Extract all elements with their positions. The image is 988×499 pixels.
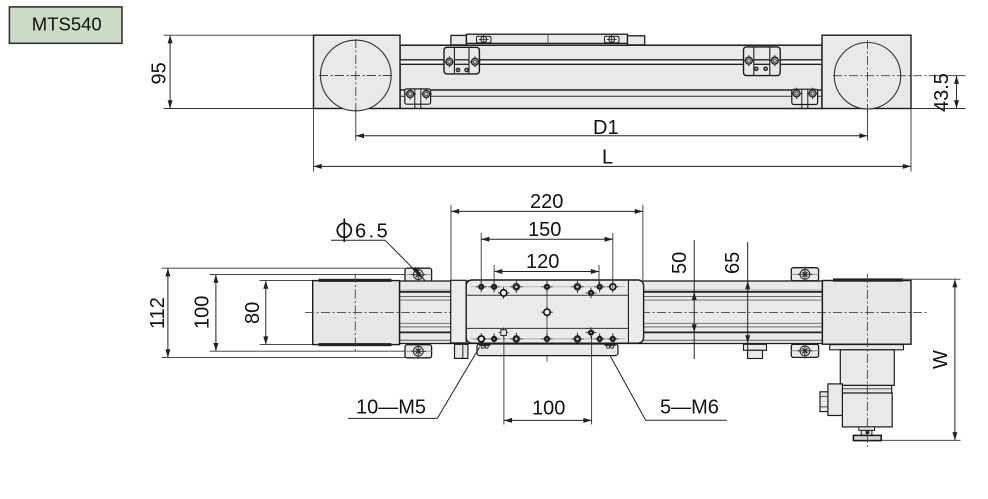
- svg-text:220: 220: [530, 191, 563, 213]
- svg-text:50: 50: [669, 252, 691, 274]
- svg-text:L: L: [602, 147, 613, 169]
- svg-text:43.5: 43.5: [931, 73, 953, 112]
- svg-text:150: 150: [528, 219, 561, 241]
- svg-text:10—M5: 10—M5: [356, 397, 426, 419]
- svg-text:MTS540: MTS540: [32, 14, 102, 35]
- svg-text:80: 80: [242, 302, 264, 324]
- svg-text:D1: D1: [593, 117, 619, 139]
- svg-text:5—M6: 5—M6: [660, 397, 719, 419]
- svg-text:65: 65: [722, 252, 744, 274]
- svg-text:6.5: 6.5: [355, 221, 390, 243]
- svg-text:120: 120: [526, 251, 559, 273]
- svg-text:100: 100: [192, 296, 214, 329]
- svg-text:100: 100: [532, 398, 565, 420]
- svg-text:112: 112: [147, 297, 169, 329]
- svg-text:95: 95: [149, 62, 171, 84]
- svg-text:W: W: [930, 350, 952, 369]
